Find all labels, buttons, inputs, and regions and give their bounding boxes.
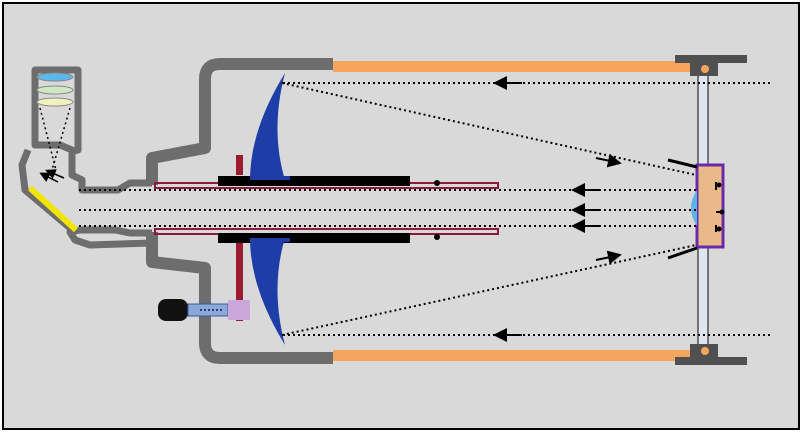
diagonal-left-wall (18, 148, 73, 231)
secondary-mirror-glass (691, 190, 697, 226)
ray-reflected-top (281, 82, 697, 176)
eyepiece-ray-left (39, 107, 57, 171)
arrow-reflected-bottom (595, 250, 622, 265)
eyepiece-ray-right (51, 107, 71, 171)
diagonal-body (31, 66, 152, 194)
baffle-black-top (218, 176, 410, 186)
secondary-mirror (667, 158, 725, 260)
diagonal-mirror (27, 185, 79, 233)
focus-knob-handle (158, 299, 188, 321)
corrector-screw-bottom (701, 347, 709, 355)
star-diagonal (18, 66, 153, 249)
primary-mirror-hub-bottom (250, 238, 290, 242)
eyepiece-arrow-1 (45, 169, 65, 179)
eyepiece-lens-3 (36, 97, 74, 107)
eyepiece-lens-2 (36, 85, 74, 95)
arrow-reflected-top (595, 153, 622, 168)
primary-mirror (250, 73, 285, 180)
corrector-cell-bottom (675, 357, 747, 365)
focuser-rod-bottom (236, 243, 243, 321)
focuser-rod-top (236, 155, 243, 175)
corrector-cell-top (675, 55, 747, 63)
tube-wall-bottom (333, 350, 698, 361)
primary-mirror-lower (250, 238, 285, 345)
rear-cell-housing (146, 58, 333, 185)
spider-bottom (667, 246, 698, 260)
rear-cell-housing-lower (146, 232, 333, 364)
tube-wall-top (333, 61, 698, 72)
baffle-screw-top (434, 180, 440, 186)
baffle-screw-bottom (434, 234, 440, 240)
holder-dot-3 (716, 226, 722, 232)
eyepiece-arrow-2 (39, 172, 59, 183)
corrector-screw-top (701, 65, 709, 73)
focus-collar (228, 300, 250, 320)
baffle-black-bottom (218, 233, 410, 243)
direction-arrows (493, 76, 622, 342)
ray-reflected-bottom (281, 244, 697, 336)
eyepiece (36, 72, 74, 183)
focuser-rod (236, 155, 243, 321)
optical-tube (333, 61, 698, 361)
eyepiece-lens-1 (36, 72, 74, 82)
central-baffle (154, 176, 499, 243)
secondary-holder (695, 163, 725, 249)
holder-dot-2 (719, 209, 725, 215)
primary-mirror-hub-top (250, 176, 290, 180)
spider-top (667, 158, 698, 169)
light-paths (78, 82, 770, 336)
focus-knob (158, 299, 250, 321)
holder-dot-1 (716, 182, 722, 188)
